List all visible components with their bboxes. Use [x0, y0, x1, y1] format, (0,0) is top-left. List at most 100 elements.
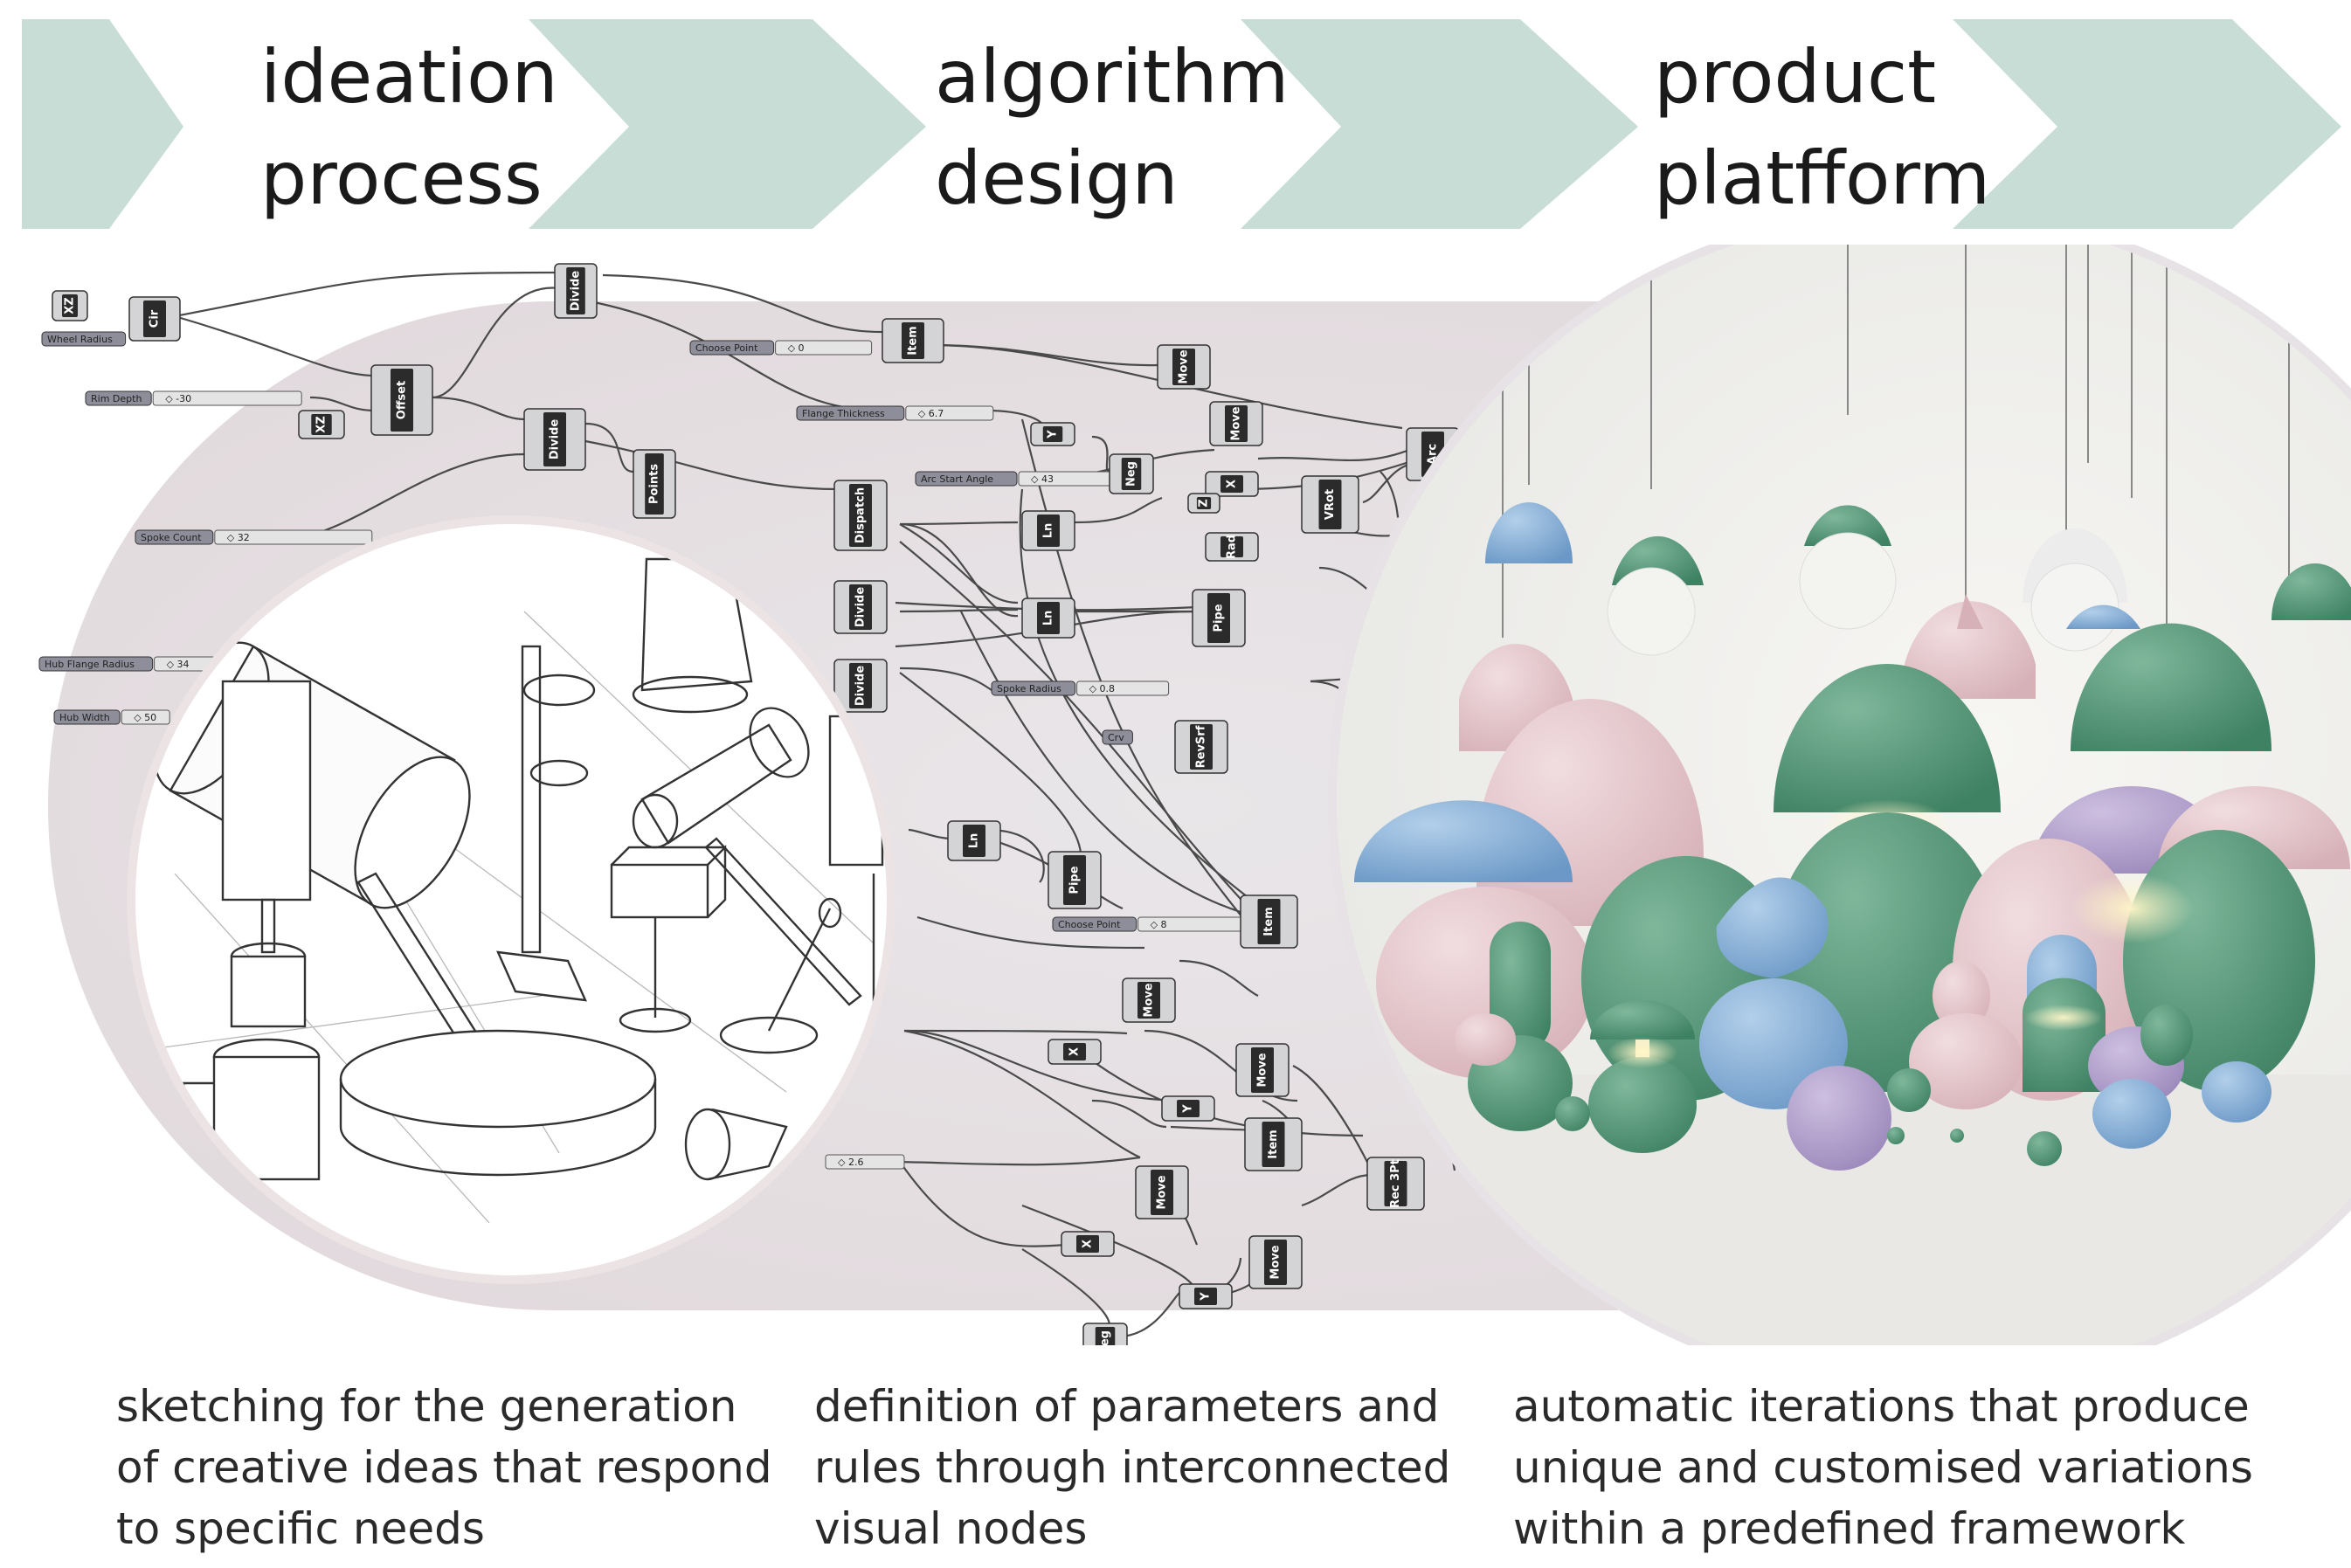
chevron-3 — [1241, 19, 1638, 229]
chevron-arrows — [22, 19, 2341, 229]
chevron-2 — [529, 19, 926, 229]
move-5-node: Move — [1135, 1165, 1189, 1219]
pipe-2-label: Pipe — [1068, 866, 1082, 894]
hub-flange-radius-label: Hub Flange Radius — [45, 659, 135, 670]
choose-point-2-slider: Choose Point ◇ 8 — [1052, 916, 1262, 932]
move-4-label: Move — [1256, 1053, 1269, 1087]
revsrf-node: RevSrf — [1174, 720, 1228, 774]
stage-title-line2: platfform — [1654, 135, 1991, 221]
points-node: Points — [633, 449, 676, 519]
neg-2-node: Neg — [1082, 1323, 1128, 1345]
move-6-label: Move — [1269, 1245, 1283, 1279]
item-1-node: Item — [882, 318, 944, 363]
description-line: unique and customised variations — [1513, 1442, 2253, 1493]
stage-description-product: automatic iterations that produce unique… — [1513, 1376, 2299, 1559]
value-2-6-slider: ◇ 2.6 — [825, 1154, 905, 1170]
stage-description-algorithm: definition of parameters and rules throu… — [814, 1376, 1478, 1559]
points-label: Points — [648, 464, 661, 504]
stage-description-ideation: sketching for the generation of creative… — [116, 1376, 780, 1559]
y-1-node: Y — [1030, 422, 1075, 446]
description-line: visual nodes — [814, 1503, 1088, 1554]
vrot-node: VRot — [1301, 475, 1359, 534]
spoke-count-slider: Spoke Count◇ 32 — [135, 529, 373, 545]
move-5-label: Move — [1156, 1175, 1169, 1209]
move-2-node: Move — [1209, 401, 1263, 446]
y-3-node: Y — [1179, 1283, 1233, 1309]
lamp-sketch-drawing — [153, 557, 884, 1224]
stage-title-line1: ideation — [260, 34, 558, 120]
rec3pt-label: Rec 3Pt — [1389, 1159, 1402, 1208]
xz-1-label: XZ — [64, 297, 77, 314]
move-3-node: Move — [1122, 977, 1176, 1023]
dispatch-node: Dispatch — [833, 480, 888, 551]
spoke-radius-value: ◇ 0.8 — [1089, 683, 1115, 694]
chevron-4 — [1953, 19, 2341, 229]
divide-2-label: Divide — [549, 419, 562, 459]
description-line: sketching for the generation — [116, 1381, 737, 1432]
x-1-label: X — [1226, 480, 1239, 488]
xz-2-label: XZ — [315, 416, 328, 432]
ln-3-label: Ln — [968, 833, 981, 849]
lamps-circle — [1328, 245, 2351, 1345]
x-3-label: X — [1082, 1240, 1095, 1248]
z-1-node: Z — [1187, 493, 1220, 514]
item-2-node: Item — [1240, 895, 1298, 949]
crv-slider: Crv — [1102, 729, 1133, 745]
ln-1-label: Ln — [1042, 523, 1055, 539]
hub-width-slider: Hub Width◇ 50 — [53, 709, 170, 725]
rim-depth-value: ◇ -30 — [165, 393, 191, 404]
neg-1-label: Neg — [1125, 461, 1138, 487]
description-line: within a predefined framework — [1513, 1503, 2186, 1554]
spoke-count-label: Spoke Count — [141, 532, 202, 543]
description-line: of creative ideas that respond — [116, 1442, 772, 1493]
stage-title-line2: design — [935, 135, 1179, 221]
sketch-circle — [127, 515, 895, 1284]
ln-2-node: Ln — [1021, 597, 1075, 639]
spoke-radius-slider: Spoke Radius ◇ 0.8 — [991, 680, 1170, 696]
item-2-label: Item — [1262, 907, 1276, 936]
description-line: definition of parameters and — [814, 1381, 1440, 1432]
divide-2-node: Divide — [523, 408, 586, 471]
divide-4-node: Divide — [833, 659, 888, 713]
pipe-2-node: Pipe — [1048, 851, 1102, 909]
stage-title-ideation: ideation process — [260, 26, 558, 229]
choose-point-2-label: Choose Point — [1058, 919, 1121, 930]
spoke-radius-label: Spoke Radius — [997, 683, 1061, 694]
x-1-node: X — [1205, 471, 1259, 497]
y-2-label: Y — [1182, 1104, 1195, 1114]
value-2-6-value: ◇ 2.6 — [838, 1157, 863, 1168]
move-2-label: Move — [1230, 406, 1243, 440]
rad-label: Rad — [1226, 535, 1239, 559]
x-3-node: X — [1061, 1231, 1115, 1257]
stage-title-product: product platfform — [1654, 26, 1990, 229]
arc-start-angle-slider: Arc Start Angle◇ 43 — [915, 471, 1116, 487]
divide-1-node: Divide — [554, 263, 598, 319]
stage-title-line1: algorithm — [935, 34, 1290, 120]
y-3-label: Y — [1200, 1292, 1213, 1302]
choose-point-2-value: ◇ 8 — [1151, 919, 1167, 930]
divide-3-label: Divide — [854, 587, 868, 627]
stage-title-line1: product — [1654, 34, 1937, 120]
stage-title-line2: process — [260, 135, 543, 221]
wheel-radius-label: Wheel Radius — [47, 334, 113, 345]
divide-1-label: Divide — [570, 271, 583, 311]
move-4-node: Move — [1235, 1043, 1290, 1097]
rad-node: Rad — [1205, 532, 1259, 562]
rim-depth-label: Rim Depth — [91, 393, 142, 404]
description-line: automatic iterations that produce — [1513, 1381, 2250, 1432]
choose-point-value: ◇ 0 — [788, 342, 805, 354]
ln-2-label: Ln — [1042, 611, 1055, 626]
pipe-1-label: Pipe — [1213, 604, 1226, 632]
xz-2-node: XZ — [298, 410, 345, 439]
move-6-node: Move — [1248, 1235, 1303, 1289]
arc-start-angle-value: ◇ 43 — [1031, 473, 1054, 485]
choose-point-slider: Choose Point ◇ 0 — [689, 340, 873, 356]
move-1-node: Move — [1157, 344, 1211, 390]
item-1-label: Item — [907, 326, 920, 355]
revsrf-label: RevSrf — [1195, 725, 1208, 768]
rim-depth-slider: Rim Depth ◇ -30 — [85, 390, 302, 406]
stage-title-algorithm: algorithm design — [935, 26, 1289, 229]
neg-1-node: Neg — [1109, 453, 1154, 494]
choose-point-label: Choose Point — [695, 342, 758, 354]
